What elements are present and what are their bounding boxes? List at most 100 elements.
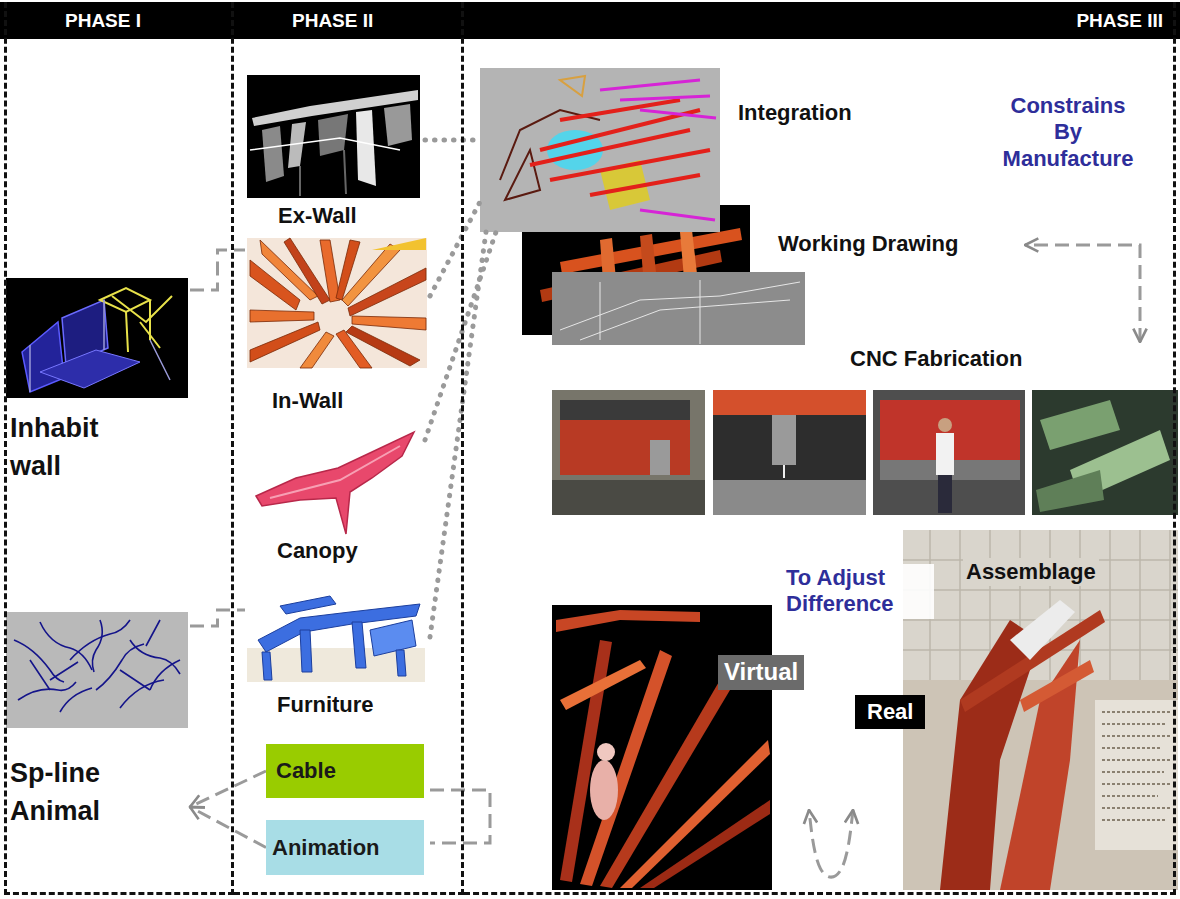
cnc-photo-part [560,400,690,422]
spline-animal-image-part-part [60,688,92,712]
tag-label: Virtual [718,655,804,690]
in-wall-image-part-part [348,268,426,316]
in-wall-image-part [247,238,427,368]
phase-column: PHASE IIEx-WallIn-WallCanopyFurnitureCab… [234,2,464,895]
box-label: Animation [272,835,380,861]
cnc-photo-part [938,475,952,513]
image-node: Canopy [245,428,425,569]
connector [809,810,853,877]
virtual-render-part [556,610,700,632]
spline-animal-image-part-part [70,620,130,660]
cnc-photo-part [936,433,954,475]
cnc-photo-part [873,390,1025,515]
image-caption: Canopy [277,538,358,564]
cnc-photo [713,390,866,515]
integration-image-part-part [550,150,710,180]
canopy-image-part [256,432,414,534]
spline-animal-image-part-part [96,644,144,690]
cnc-photo-part [783,465,785,478]
furniture-image-part [258,596,420,680]
in-wall-image-part-part [250,322,320,362]
image-node: Working Drawing [520,205,1025,345]
cnc-photo [1032,390,1178,515]
virtual-render-part [552,605,772,890]
merge-bracket [430,790,490,843]
furniture-image-part-part [300,630,312,672]
image-node: Sp-line Animal [6,612,190,835]
in-wall-image-part-part [250,260,300,310]
process-box: Animation [266,820,424,875]
virtual-render-part [597,743,615,761]
phase-heading: PHASE III [1076,10,1163,33]
spline-animal-image-part [6,612,188,728]
working-drawing-image-part [552,272,805,345]
cnc-photo-part [1040,400,1120,450]
box-label: Cable [276,758,336,784]
image-caption: Ex-Wall [278,203,357,229]
image-node: Integration [480,68,900,232]
connector [190,807,266,848]
connectors [190,140,1140,877]
cnc-photo-part [1036,470,1104,512]
spline-animal-image-part-part [92,620,102,672]
virtual-render-part [620,740,770,888]
image-caption: Working Drawing [778,231,959,257]
assemblage-photo-part [1095,700,1178,850]
ex-wall-image-part [250,138,400,150]
ex-wall-image [247,75,420,198]
inhabit-wall-image-part [6,278,188,398]
assemblage-photo-part [1102,712,1170,820]
connector [190,771,266,807]
connector [430,202,480,296]
tag-label: Real [855,695,925,729]
image-node: In-Wall [245,236,430,419]
edge-label: To Adjust Difference [784,564,934,619]
phase-column: PHASE I Inhabit wallSp-line Animal [4,2,234,895]
image-node: Virtual [552,605,809,890]
integration-image-part [600,80,716,220]
cnc-photo-part [772,415,796,465]
virtual-render-part [590,760,618,820]
furniture-image-part-part [396,650,406,676]
assemblage-photo-part [1010,600,1075,660]
assemblage-photo [903,530,1178,890]
virtual-render-part [600,680,730,888]
in-wall-image-part-part [352,316,426,330]
cnc-photo-part [560,420,690,475]
cnc-photo-part [1032,390,1178,515]
virtual-render-part [560,660,646,710]
cnc-photo [873,390,1025,515]
furniture-image-part [247,648,425,682]
cnc-photo-part [938,418,952,432]
ex-wall-image-part [384,104,412,146]
image-caption: Inhabit wall [10,410,150,486]
edge-label: Constrains By Manufacture [998,92,1138,173]
furniture-image [247,596,425,682]
assemblage-photo-part [1020,660,1094,712]
in-wall-image [247,238,427,368]
image-caption: Sp-line Animal [10,755,150,831]
inhabit-wall-image-part [22,322,64,392]
cnc-photo-part [713,390,866,515]
connector [425,138,480,143]
ex-wall-image-part [262,126,284,182]
integration-image-part-part [590,175,700,195]
image-caption: CNC Fabrication [850,346,1022,372]
image-node: Inhabit wall [6,278,190,490]
phase-heading: PHASE I [65,10,141,33]
working-drawing-image-part [560,280,800,344]
process-box: Cable [266,744,424,798]
inhabit-wall-image-part [30,300,170,392]
spline-animal-image-part [14,620,180,712]
furniture-image-part-part [352,622,366,668]
image-node: Ex-Wall [245,73,425,234]
in-wall-image-part-part [300,332,334,368]
connector [1025,245,1140,342]
connector [430,232,486,637]
image-caption: Integration [738,100,852,126]
integration-image [480,68,720,232]
virtual-render-part [640,800,770,888]
image-caption: Furniture [277,692,374,718]
cnc-photo-part [552,480,705,515]
